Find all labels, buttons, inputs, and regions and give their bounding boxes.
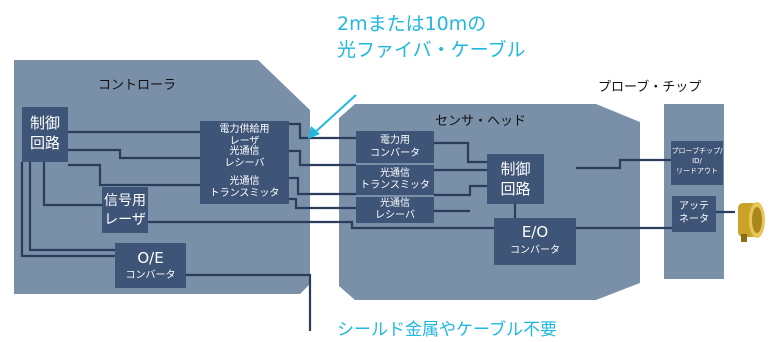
sensor-control-circuit-box — [487, 154, 544, 204]
sensor-opt-receiver-box — [356, 197, 434, 223]
controller-opt-receiver-box — [200, 141, 289, 173]
signal-laser-label-1: 信号用 — [104, 193, 146, 209]
signal-laser-label-2: レーザ — [104, 212, 146, 228]
power-laser-label-1: 電力供給用 — [219, 124, 270, 135]
sensor-head-title: センサ・ヘッド — [435, 114, 527, 129]
power-converter-label-2: コンバータ — [370, 148, 420, 159]
controller-opt-transmitter-label-1: 光通信 — [229, 176, 260, 187]
power-converter-box — [356, 131, 434, 163]
cable-annotation-line2: 光ファイバ・ケーブル — [337, 39, 526, 61]
system-block-diagram: 2mまたは10mの 光ファイバ・ケーブル シールド金属やケーブル不要 コントロー… — [14, 13, 765, 340]
attenuator-box — [672, 196, 716, 232]
signal-laser-box — [102, 187, 148, 233]
power-converter-label-1: 電力用 — [380, 135, 410, 146]
cable-callout-arrowhead — [308, 126, 320, 139]
eo-converter-label-2: コンバータ — [510, 245, 560, 256]
probe-id-label-3: リードアウト — [676, 167, 718, 175]
controller-opt-transmitter-label-2: トランスミッタ — [209, 188, 280, 199]
sensor-opt-receiver-label-2: レシーバ — [375, 210, 415, 221]
diagram-graphics — [14, 60, 765, 331]
cable-annotation-line1: 2mまたは10mの — [337, 13, 487, 35]
power-laser-label-2: レーザ — [229, 136, 260, 147]
sensor-opt-transmitter-box — [356, 165, 434, 195]
controller-opt-receiver-label-2: レシーバ — [224, 158, 265, 169]
controller-title: コントローラ — [98, 78, 177, 93]
cable-callout-line — [311, 94, 357, 136]
probe-id-box — [671, 141, 723, 185]
probe-id-label-1: プローブチップ/ — [671, 147, 723, 155]
sensor-control-circuit-label-2: 回路 — [500, 180, 531, 198]
sensor-opt-receiver-label-1: 光通信 — [380, 198, 410, 209]
sensor-control-circuit-label-1: 制御 — [500, 160, 531, 178]
bottom-note: シールド金属やケーブル不要 — [337, 320, 557, 340]
eo-converter-box — [494, 218, 576, 265]
controller-control-circuit-label-1: 制御 — [29, 114, 60, 132]
probe-id-label-2: ID/ — [692, 157, 702, 165]
controller-control-circuit-box — [22, 107, 68, 162]
attenuator-label-1: アッテ — [679, 201, 709, 212]
eo-converter-label-1: E/O — [521, 223, 549, 241]
connection-lines — [20, 122, 735, 331]
oe-converter-label-1: O/E — [137, 249, 164, 267]
controller-opt-receiver-label-1: 光通信 — [229, 146, 260, 157]
controller-control-circuit-label-2: 回路 — [29, 134, 60, 152]
attenuator-label-2: ネータ — [679, 214, 709, 225]
oe-converter-box — [115, 243, 186, 288]
controller-opt-transmitter-box — [200, 172, 289, 204]
controller-panel — [14, 60, 310, 294]
oe-converter-label-2: コンバータ — [125, 270, 176, 281]
probe-tip-icon — [738, 202, 765, 242]
sensor-opt-transmitter-label-1: 光通信 — [380, 168, 410, 179]
probe-chip-title: プローブ・チップ — [598, 80, 702, 95]
probe-chip-panel — [664, 104, 724, 279]
sensor-opt-transmitter-label-2: トランスミッタ — [360, 180, 430, 191]
